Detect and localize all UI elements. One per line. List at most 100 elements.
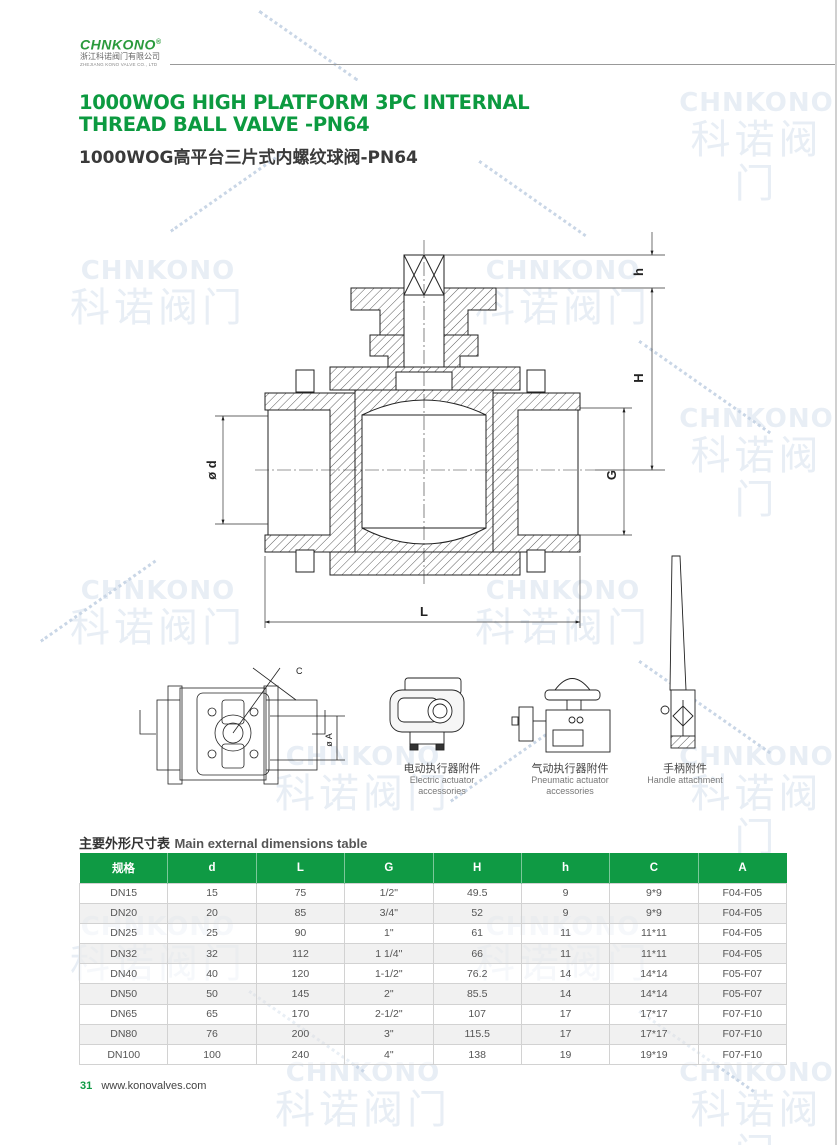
cell: 11*11 [609, 943, 699, 965]
dim-label-C: C [296, 666, 303, 676]
page-footer: 31 www.konovalves.com [80, 1080, 206, 1092]
cell: 200 [255, 1023, 346, 1046]
table-title: 主要外形尺寸表 Main external dimensions table [79, 836, 368, 852]
cell: F04-F05 [697, 922, 788, 945]
cell: 2-1/2" [344, 1003, 434, 1025]
cell: 240 [255, 1043, 346, 1066]
company-logo: CHNKONO® 浙江科诺阀门有限公司 ZHEJIANG KONO VALVE … [80, 36, 162, 68]
electric-actuator-icon [389, 677, 465, 751]
col-header-C: C [609, 853, 699, 883]
cell: 40 [167, 963, 257, 985]
cell: DN15 [78, 882, 169, 904]
accessory-caption-pneumatic: 气动执行器附件 Pneumatic actuator accessories [531, 762, 609, 796]
cell: 4" [344, 1043, 434, 1066]
cell: DN65 [78, 1003, 169, 1025]
cell: 1-1/2" [344, 963, 434, 985]
col-header-spec: 规格 [79, 853, 169, 883]
company-name-cn: 浙江科诺阀门有限公司 [80, 51, 160, 61]
page-edge [835, 0, 837, 1145]
cell: 3/4" [344, 902, 434, 924]
cell: 49.5 [432, 882, 522, 904]
cell: 14*14 [609, 983, 699, 1005]
cell: 9 [520, 902, 611, 924]
col-header-h: h [521, 853, 611, 883]
cell: 17 [520, 1003, 611, 1025]
dim-label-L: L [420, 604, 428, 619]
cell: 85 [255, 902, 346, 924]
page-title-en: 1000WOG HIGH PLATFORM 3PC INTERNAL THREA… [79, 91, 530, 136]
cell: 112 [255, 943, 346, 965]
col-header-A: A [698, 853, 787, 883]
cell: DN50 [78, 983, 169, 1005]
cell: F04-F05 [697, 882, 788, 904]
cell: F07-F10 [697, 1023, 788, 1046]
accessory-caption-handle: 手柄附件 Handle attachment [647, 762, 723, 785]
cell: 11 [520, 922, 611, 945]
accessory-caption-electric: 电动执行器附件 Electric actuator accessories [403, 762, 481, 796]
cell: 170 [255, 1003, 346, 1025]
cell: DN20 [78, 902, 169, 924]
cell: 85.5 [432, 983, 522, 1005]
cell: 100 [167, 1043, 257, 1066]
cell: 52 [432, 902, 522, 924]
cell: 107 [432, 1003, 522, 1025]
col-header-H: H [433, 853, 522, 883]
cell: 17*17 [609, 1023, 699, 1046]
cell: 76 [167, 1023, 257, 1046]
cell: 9*9 [609, 902, 699, 924]
cell: F05-F07 [697, 983, 788, 1005]
cell: 90 [255, 922, 346, 945]
valve-section-drawing: h H G ø d L C ø A [139, 232, 696, 785]
cell: 1 1/4" [344, 943, 434, 965]
cell: 66 [432, 943, 522, 965]
cell: 11*11 [609, 922, 699, 945]
cell: 50 [167, 983, 257, 1005]
col-header-L: L [256, 853, 346, 883]
cell: 120 [255, 963, 346, 985]
cell: DN100 [78, 1043, 169, 1066]
cell: 65 [167, 1003, 257, 1025]
cell: 115.5 [432, 1023, 522, 1046]
cell: 15 [167, 882, 257, 904]
cell: 145 [255, 983, 346, 1005]
cell: 25 [167, 922, 257, 945]
cell: DN32 [78, 943, 169, 965]
cell: 14*14 [609, 963, 699, 985]
page-number: 31 [80, 1080, 93, 1092]
cell: 61 [432, 922, 522, 945]
logo-wordmark: CHNKONO® [80, 36, 162, 53]
cell: 2" [344, 983, 434, 1005]
cell: 19 [520, 1043, 611, 1066]
cell: DN25 [78, 922, 169, 945]
cell: 9*9 [609, 882, 699, 904]
cell: F04-F05 [697, 902, 788, 924]
cell: 17*17 [609, 1003, 699, 1025]
col-header-G: G [344, 853, 434, 883]
cell: 1" [344, 922, 434, 945]
cell: 75 [255, 882, 346, 904]
cell: F07-F10 [697, 1003, 788, 1025]
cell: DN80 [78, 1023, 169, 1046]
cell: 9 [520, 882, 611, 904]
handle-icon [660, 555, 696, 749]
dim-label-A: ø A [324, 733, 334, 747]
dim-label-G: G [604, 470, 619, 480]
cell: 20 [167, 902, 257, 924]
header-divider [170, 64, 835, 65]
company-name-en: ZHEJIANG KONO VALVE CO., LTD [80, 61, 158, 67]
cell: 1/2" [344, 882, 434, 904]
cell: 17 [520, 1023, 611, 1046]
cell: F07-F10 [697, 1043, 788, 1066]
website-link[interactable]: www.konovalves.com [101, 1080, 207, 1092]
dim-label-H: H [631, 373, 646, 382]
col-header-d: d [167, 853, 257, 883]
